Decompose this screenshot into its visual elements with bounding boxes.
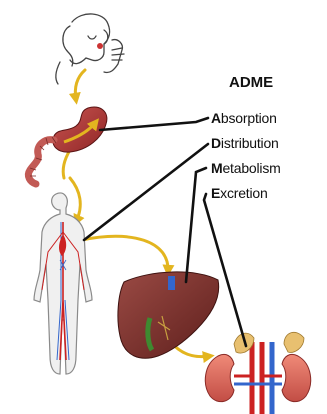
leader-absorption xyxy=(100,118,208,130)
arrow-body-to-liver xyxy=(82,236,168,272)
human-body-icon xyxy=(34,193,92,374)
liver-icon xyxy=(118,272,219,358)
leader-metabolism xyxy=(186,168,206,282)
diagram-title: ADME xyxy=(229,74,273,91)
leader-distribution xyxy=(84,144,208,240)
label-metabolism: Metabolism xyxy=(211,160,281,176)
person-taking-pill-icon xyxy=(56,14,124,84)
kidneys-icon xyxy=(205,332,310,414)
label-absorption: Absorption xyxy=(211,110,277,126)
arrow-mouth-to-stomach xyxy=(75,70,85,100)
intestine-icon xyxy=(28,140,54,184)
leader-excretion xyxy=(204,194,246,346)
arrow-stomach-to-intestine xyxy=(63,150,70,178)
label-excretion: Excretion xyxy=(211,185,268,201)
label-distribution: Distribution xyxy=(211,135,279,151)
